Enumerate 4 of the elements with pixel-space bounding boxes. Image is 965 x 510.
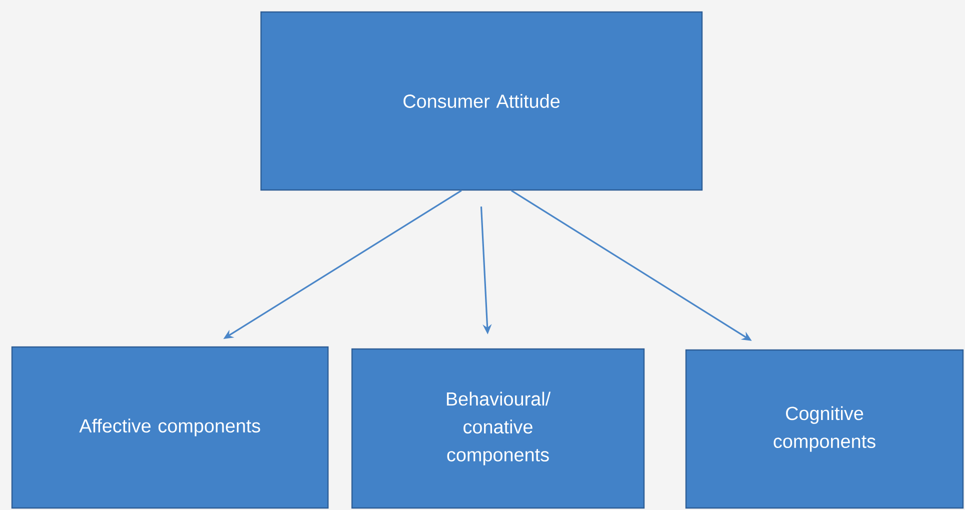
process-box: Cognitive components — [685, 349, 964, 509]
process-box: Consumer Attitude — [260, 11, 703, 191]
process-box: Affective components — [11, 346, 329, 509]
process-box: Behavioural/ conative components — [351, 348, 645, 509]
